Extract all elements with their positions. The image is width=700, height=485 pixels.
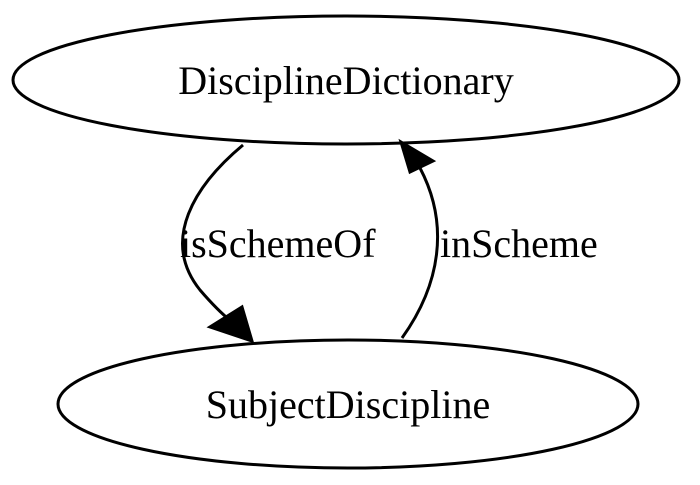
- edge-is-scheme-of-line: [181, 143, 244, 324]
- node-subject-discipline[interactable]: SubjectDiscipline: [56, 338, 640, 470]
- node-discipline-dictionary-shape: [11, 14, 681, 146]
- node-subject-discipline-label: SubjectDiscipline: [206, 382, 490, 427]
- edge-in-scheme-line: [400, 167, 439, 339]
- edge-is-scheme-of-label: isSchemeOf: [180, 221, 376, 266]
- node-discipline-dictionary-label: DisciplineDictionary: [178, 58, 513, 103]
- node-subject-discipline-shape: [56, 338, 640, 470]
- edge-is-scheme-of-arrowhead: [206, 304, 255, 344]
- edge-in-scheme-label: inScheme: [440, 221, 598, 266]
- edge-in-scheme: inScheme: [398, 138, 598, 339]
- edge-in-scheme-arrowhead: [398, 138, 437, 175]
- node-discipline-dictionary[interactable]: DisciplineDictionary: [11, 14, 681, 146]
- edge-is-scheme-of: isSchemeOf: [180, 143, 376, 344]
